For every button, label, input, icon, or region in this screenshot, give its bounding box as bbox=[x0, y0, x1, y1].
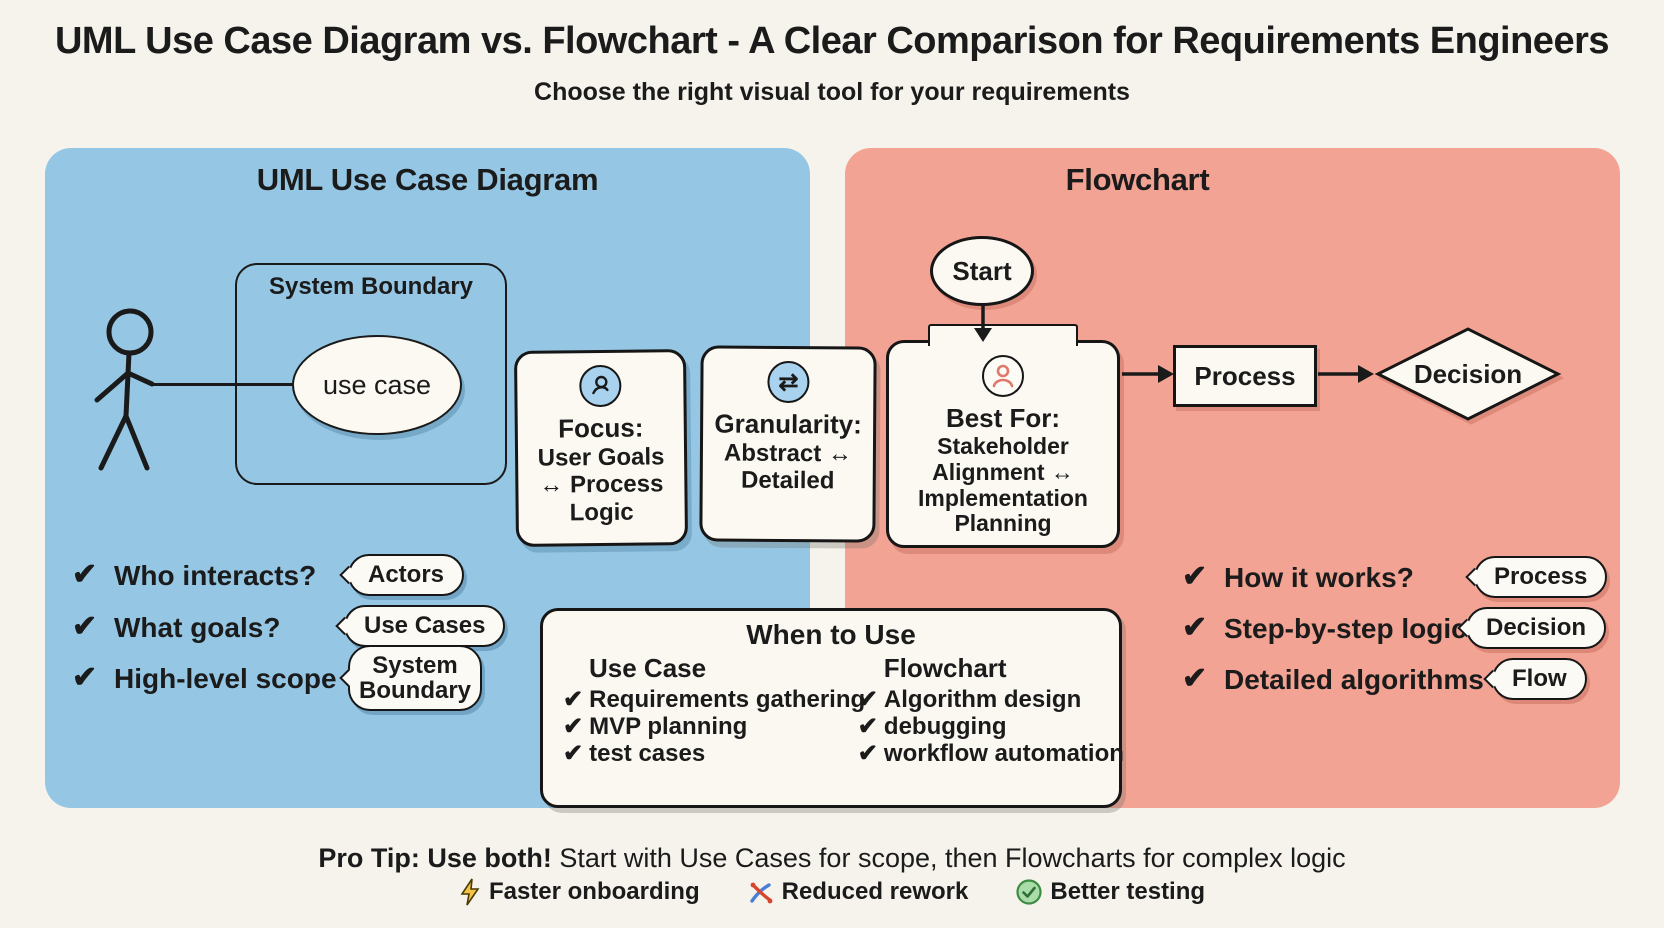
actor-stick-figure-icon bbox=[83, 296, 213, 491]
uml-panel-title: UML Use Case Diagram bbox=[256, 162, 599, 197]
flow-answer-2: Decision bbox=[1486, 614, 1587, 641]
granularity-card-body: Abstract ↔ Detailed bbox=[723, 439, 853, 495]
usecase-item-2: MVP planning bbox=[589, 713, 748, 740]
flowchart-item-1: Algorithm design bbox=[883, 686, 1082, 713]
actor-association-line bbox=[152, 383, 294, 386]
uml-answer-1: Actors bbox=[368, 561, 445, 588]
flow-question-3: Detailed algorithms bbox=[1224, 664, 1484, 695]
check-icon: ✔ bbox=[857, 713, 878, 740]
check-icon: ✔ bbox=[563, 740, 584, 767]
granularity-card: ⇄ Granularity: Abstract ↔ Detailed bbox=[699, 345, 877, 543]
lightning-icon bbox=[459, 878, 481, 906]
check-icon: ✔ bbox=[1182, 611, 1208, 644]
uml-question-2: What goals? bbox=[114, 612, 281, 643]
best-for-card-body: Stakeholder Alignment ↔ Implementation P… bbox=[918, 433, 1088, 537]
check-icon: ✔ bbox=[72, 610, 98, 643]
check-icon: ✔ bbox=[857, 740, 878, 767]
uml-answer-bubble-3: System Boundary bbox=[339, 645, 482, 712]
flow-answer-1: Process bbox=[1494, 563, 1588, 590]
flow-question-1: How it works? bbox=[1224, 562, 1414, 593]
check-icon: ✔ bbox=[1182, 662, 1208, 695]
uml-answer-2: Use Cases bbox=[364, 612, 486, 639]
best-for-icon bbox=[982, 355, 1024, 397]
benefits-row: Faster onboarding Reduced rework Bette bbox=[0, 878, 1664, 906]
best-for-card: Best For: Stakeholder Alignment ↔ Implem… bbox=[886, 324, 1120, 548]
uml-question-3: High-level scope bbox=[114, 663, 337, 694]
flow-answer-bubble-3: Flow bbox=[1483, 658, 1587, 700]
usecase-column-header: Use Case bbox=[589, 653, 707, 683]
granularity-card-title: Granularity: bbox=[714, 408, 862, 440]
focus-card-body: User Goals ↔ Process Logic bbox=[537, 443, 665, 527]
check-icon: ✔ bbox=[72, 661, 98, 694]
uml-question-1: Who interacts? bbox=[114, 560, 317, 591]
focus-card-title: Focus: bbox=[558, 412, 644, 444]
pro-tip: Pro Tip: Use both! Start with Use Cases … bbox=[0, 843, 1664, 874]
system-boundary-label: System Boundary bbox=[268, 273, 474, 300]
pro-tip-rest: Start with Use Cases for scope, then Flo… bbox=[551, 843, 1346, 873]
arrow-down-icon bbox=[970, 306, 996, 342]
flow-answer-bubble-1: Process bbox=[1465, 556, 1608, 598]
arrow-right-icon bbox=[1318, 362, 1374, 386]
system-boundary-box: System Boundary bbox=[235, 263, 507, 485]
focus-icon bbox=[579, 364, 622, 408]
benefit-label: Faster onboarding bbox=[488, 878, 700, 905]
arrow-right-icon bbox=[1122, 362, 1174, 386]
check-icon: ✔ bbox=[563, 686, 584, 713]
flowchart-decision-diamond bbox=[1372, 324, 1564, 424]
use-case-ellipse: use case bbox=[292, 335, 462, 435]
scissors-icon bbox=[748, 879, 774, 905]
benefit-faster-onboarding: Faster onboarding bbox=[459, 878, 700, 906]
when-to-use-title: When to Use bbox=[746, 619, 916, 650]
benefit-better-testing: Better testing bbox=[1016, 878, 1205, 906]
when-to-use-box: When to Use Use Case ✔Requirements gathe… bbox=[540, 608, 1124, 808]
check-circle-icon bbox=[1016, 879, 1042, 905]
usecase-item-1: Requirements gathering bbox=[589, 686, 866, 713]
granularity-icon: ⇄ bbox=[767, 360, 810, 404]
benefit-reduced-rework: Reduced rework bbox=[748, 878, 969, 906]
uml-answer-bubble-1: Actors bbox=[339, 554, 465, 596]
flowchart-process-node: Process bbox=[1173, 345, 1317, 407]
uml-answer-bubble-2: Use Cases bbox=[335, 605, 506, 647]
pro-tip-lead: Pro Tip: Use both! bbox=[318, 843, 552, 873]
benefit-label: Better testing bbox=[1050, 878, 1206, 905]
page-title: UML Use Case Diagram vs. Flowchart - A C… bbox=[54, 20, 1610, 62]
flowchart-panel-title: Flowchart bbox=[1065, 162, 1210, 197]
uml-answer-3: System Boundary bbox=[359, 652, 472, 705]
usecase-item-3: test cases bbox=[589, 740, 706, 767]
benefit-label: Reduced rework bbox=[781, 878, 969, 905]
flow-question-2: Step-by-step logic bbox=[1224, 613, 1467, 644]
flowchart-start-node: Start bbox=[930, 236, 1034, 306]
check-icon: ✔ bbox=[563, 713, 584, 740]
check-icon: ✔ bbox=[857, 686, 878, 713]
flowchart-decision-label: Decision bbox=[1413, 358, 1523, 389]
best-for-card-title: Best For: bbox=[945, 403, 1061, 433]
flowchart-item-2: debugging bbox=[883, 713, 1007, 740]
when-to-use-flowchart-column: Flowchart ✔Algorithm design ✔debugging ✔… bbox=[857, 653, 1124, 767]
flow-answer-bubble-2: Decision bbox=[1457, 607, 1607, 649]
page-subtitle: Choose the right visual tool for your re… bbox=[534, 78, 1130, 106]
focus-card: Focus: User Goals ↔ Process Logic bbox=[513, 349, 689, 547]
flowchart-column-header: Flowchart bbox=[883, 653, 1007, 683]
check-icon: ✔ bbox=[72, 558, 98, 591]
when-to-use-usecase-column: Use Case ✔Requirements gathering ✔MVP pl… bbox=[563, 653, 865, 767]
flowchart-item-3: workflow automation bbox=[883, 740, 1124, 767]
best-for-card-tab bbox=[928, 324, 1078, 346]
check-icon: ✔ bbox=[1182, 560, 1208, 593]
flow-answer-3: Flow bbox=[1512, 665, 1567, 692]
